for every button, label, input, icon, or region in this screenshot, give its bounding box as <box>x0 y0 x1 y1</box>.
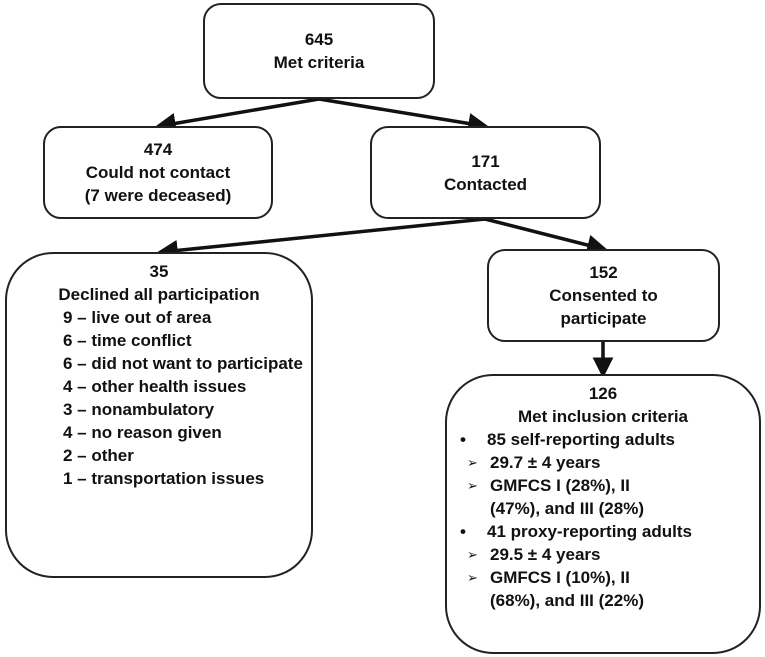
declined-reason: 2 – other <box>63 446 134 465</box>
declined-count: 35 <box>149 262 169 281</box>
inclusion-group-proxy-reporting: • 41 proxy-reporting adults <box>447 520 759 543</box>
arrow-contacted-to-consented <box>484 217 609 256</box>
inclusion-group-self-reporting: • 85 self-reporting adults <box>447 428 759 451</box>
declined-reason: 6 – did not want to participate <box>63 354 303 373</box>
declined-reason: 4 – other health issues <box>63 377 247 396</box>
inclusion-detail-item: ➢ 29.5 ± 4 years <box>447 543 759 566</box>
contacted-count: 171 <box>471 151 500 171</box>
inclusion-detail-item: ➢ 29.7 ± 4 years <box>447 451 759 474</box>
inclusion-detail-text-continued: (47%), and III (28%) <box>490 499 644 518</box>
declined-reason: 1 – transportation issues <box>63 469 265 488</box>
could-not-contact-label: Could not contact <box>85 163 231 182</box>
consented-count: 152 <box>589 263 618 282</box>
contacted-box: 171 Contacted <box>370 126 601 219</box>
bullet-icon: • <box>460 522 466 541</box>
consented-label-line2: participate <box>560 309 647 328</box>
declined-reason: 3 – nonambulatory <box>63 400 215 419</box>
arrow-contacted-to-declined <box>156 217 486 261</box>
met-criteria-label: Met criteria <box>273 53 365 72</box>
met-criteria-count: 645 <box>304 30 334 49</box>
inclusion-detail-text-continued: (68%), and III (22%) <box>490 591 644 610</box>
declined-reason: 9 – live out of area <box>63 308 212 327</box>
could-not-contact-count: 474 <box>143 140 173 159</box>
inclusion-label: Met inclusion criteria <box>517 407 689 426</box>
consented-label-line1: Consented to <box>549 286 658 305</box>
inclusion-group-label: 85 self-reporting adults <box>487 430 675 449</box>
declined-box: 35 Declined all participation 9 – live o… <box>5 252 313 578</box>
contacted-label: Contacted <box>443 174 528 194</box>
inclusion-box: 126 Met inclusion criteria • 85 self-rep… <box>445 374 761 654</box>
arrow-bullet-icon: ➢ <box>467 570 478 585</box>
inclusion-detail-item: ➢ GMFCS I (28%), II (47%), and III (28%) <box>447 474 759 520</box>
arrow-met-to-could-not-contact <box>154 97 320 134</box>
consented-box: 152 Consented to participate <box>487 249 720 342</box>
inclusion-count: 126 <box>588 384 618 403</box>
inclusion-detail-text: GMFCS I (10%), II <box>490 568 630 587</box>
inclusion-detail-list: ➢ 29.7 ± 4 years ➢ GMFCS I (28%), II (47… <box>447 451 759 520</box>
inclusion-group-list: • 41 proxy-reporting adults <box>447 520 759 543</box>
inclusion-detail-text: 29.5 ± 4 years <box>490 545 601 564</box>
declined-reason: 6 – time conflict <box>63 331 192 350</box>
arrow-bullet-icon: ➢ <box>467 455 478 470</box>
declined-label: Declined all participation <box>58 285 260 304</box>
inclusion-group-list: • 85 self-reporting adults <box>447 428 759 451</box>
could-not-contact-note: (7 were deceased) <box>84 186 232 205</box>
arrow-met-to-contacted <box>318 97 490 134</box>
inclusion-detail-text: GMFCS I (28%), II <box>490 476 630 495</box>
bullet-icon: • <box>460 430 466 449</box>
inclusion-group-label: 41 proxy-reporting adults <box>487 522 692 541</box>
declined-reason: 4 – no reason given <box>63 423 222 442</box>
arrow-bullet-icon: ➢ <box>467 547 478 562</box>
inclusion-detail-item: ➢ GMFCS I (10%), II (68%), and III (22%) <box>447 566 759 612</box>
inclusion-detail-text: 29.7 ± 4 years <box>490 453 601 472</box>
could-not-contact-box: 474 Could not contact (7 were deceased) <box>43 126 273 219</box>
arrow-bullet-icon: ➢ <box>467 478 478 493</box>
inclusion-detail-list: ➢ 29.5 ± 4 years ➢ GMFCS I (10%), II (68… <box>447 543 759 612</box>
met-criteria-box: 645 Met criteria <box>203 3 435 99</box>
declined-reason-list: 9 – live out of area 6 – time conflict 6… <box>7 306 311 490</box>
